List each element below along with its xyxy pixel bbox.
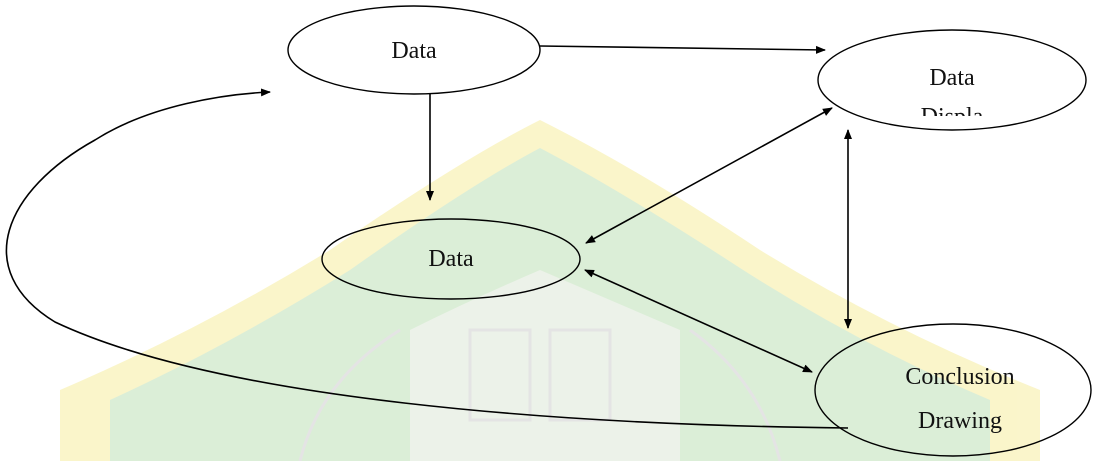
- node-data-collection-label: Data: [391, 38, 437, 64]
- edge-collection-to-display: [539, 45, 826, 54]
- node-data-display-label-clipped: Displa: [921, 104, 984, 130]
- node-data-reduction-label: Data: [428, 246, 474, 272]
- node-conclusion-drawing: Conclusion Drawing: [814, 323, 1092, 457]
- edge-display-reduction: [585, 107, 833, 244]
- edge-conclusion-to-collection: [5, 88, 849, 429]
- node-data-collection: Data: [287, 5, 541, 95]
- node-data-display: Data Displa: [817, 29, 1087, 131]
- node-conclusion-line2: Drawing: [918, 408, 1002, 434]
- node-data-reduction: Data: [321, 218, 581, 300]
- node-conclusion-line1: Conclusion: [905, 364, 1014, 390]
- edge-reduction-conclusion: [584, 269, 813, 373]
- node-data-display-label: Data: [929, 65, 975, 91]
- watermark-logo: [60, 120, 1040, 461]
